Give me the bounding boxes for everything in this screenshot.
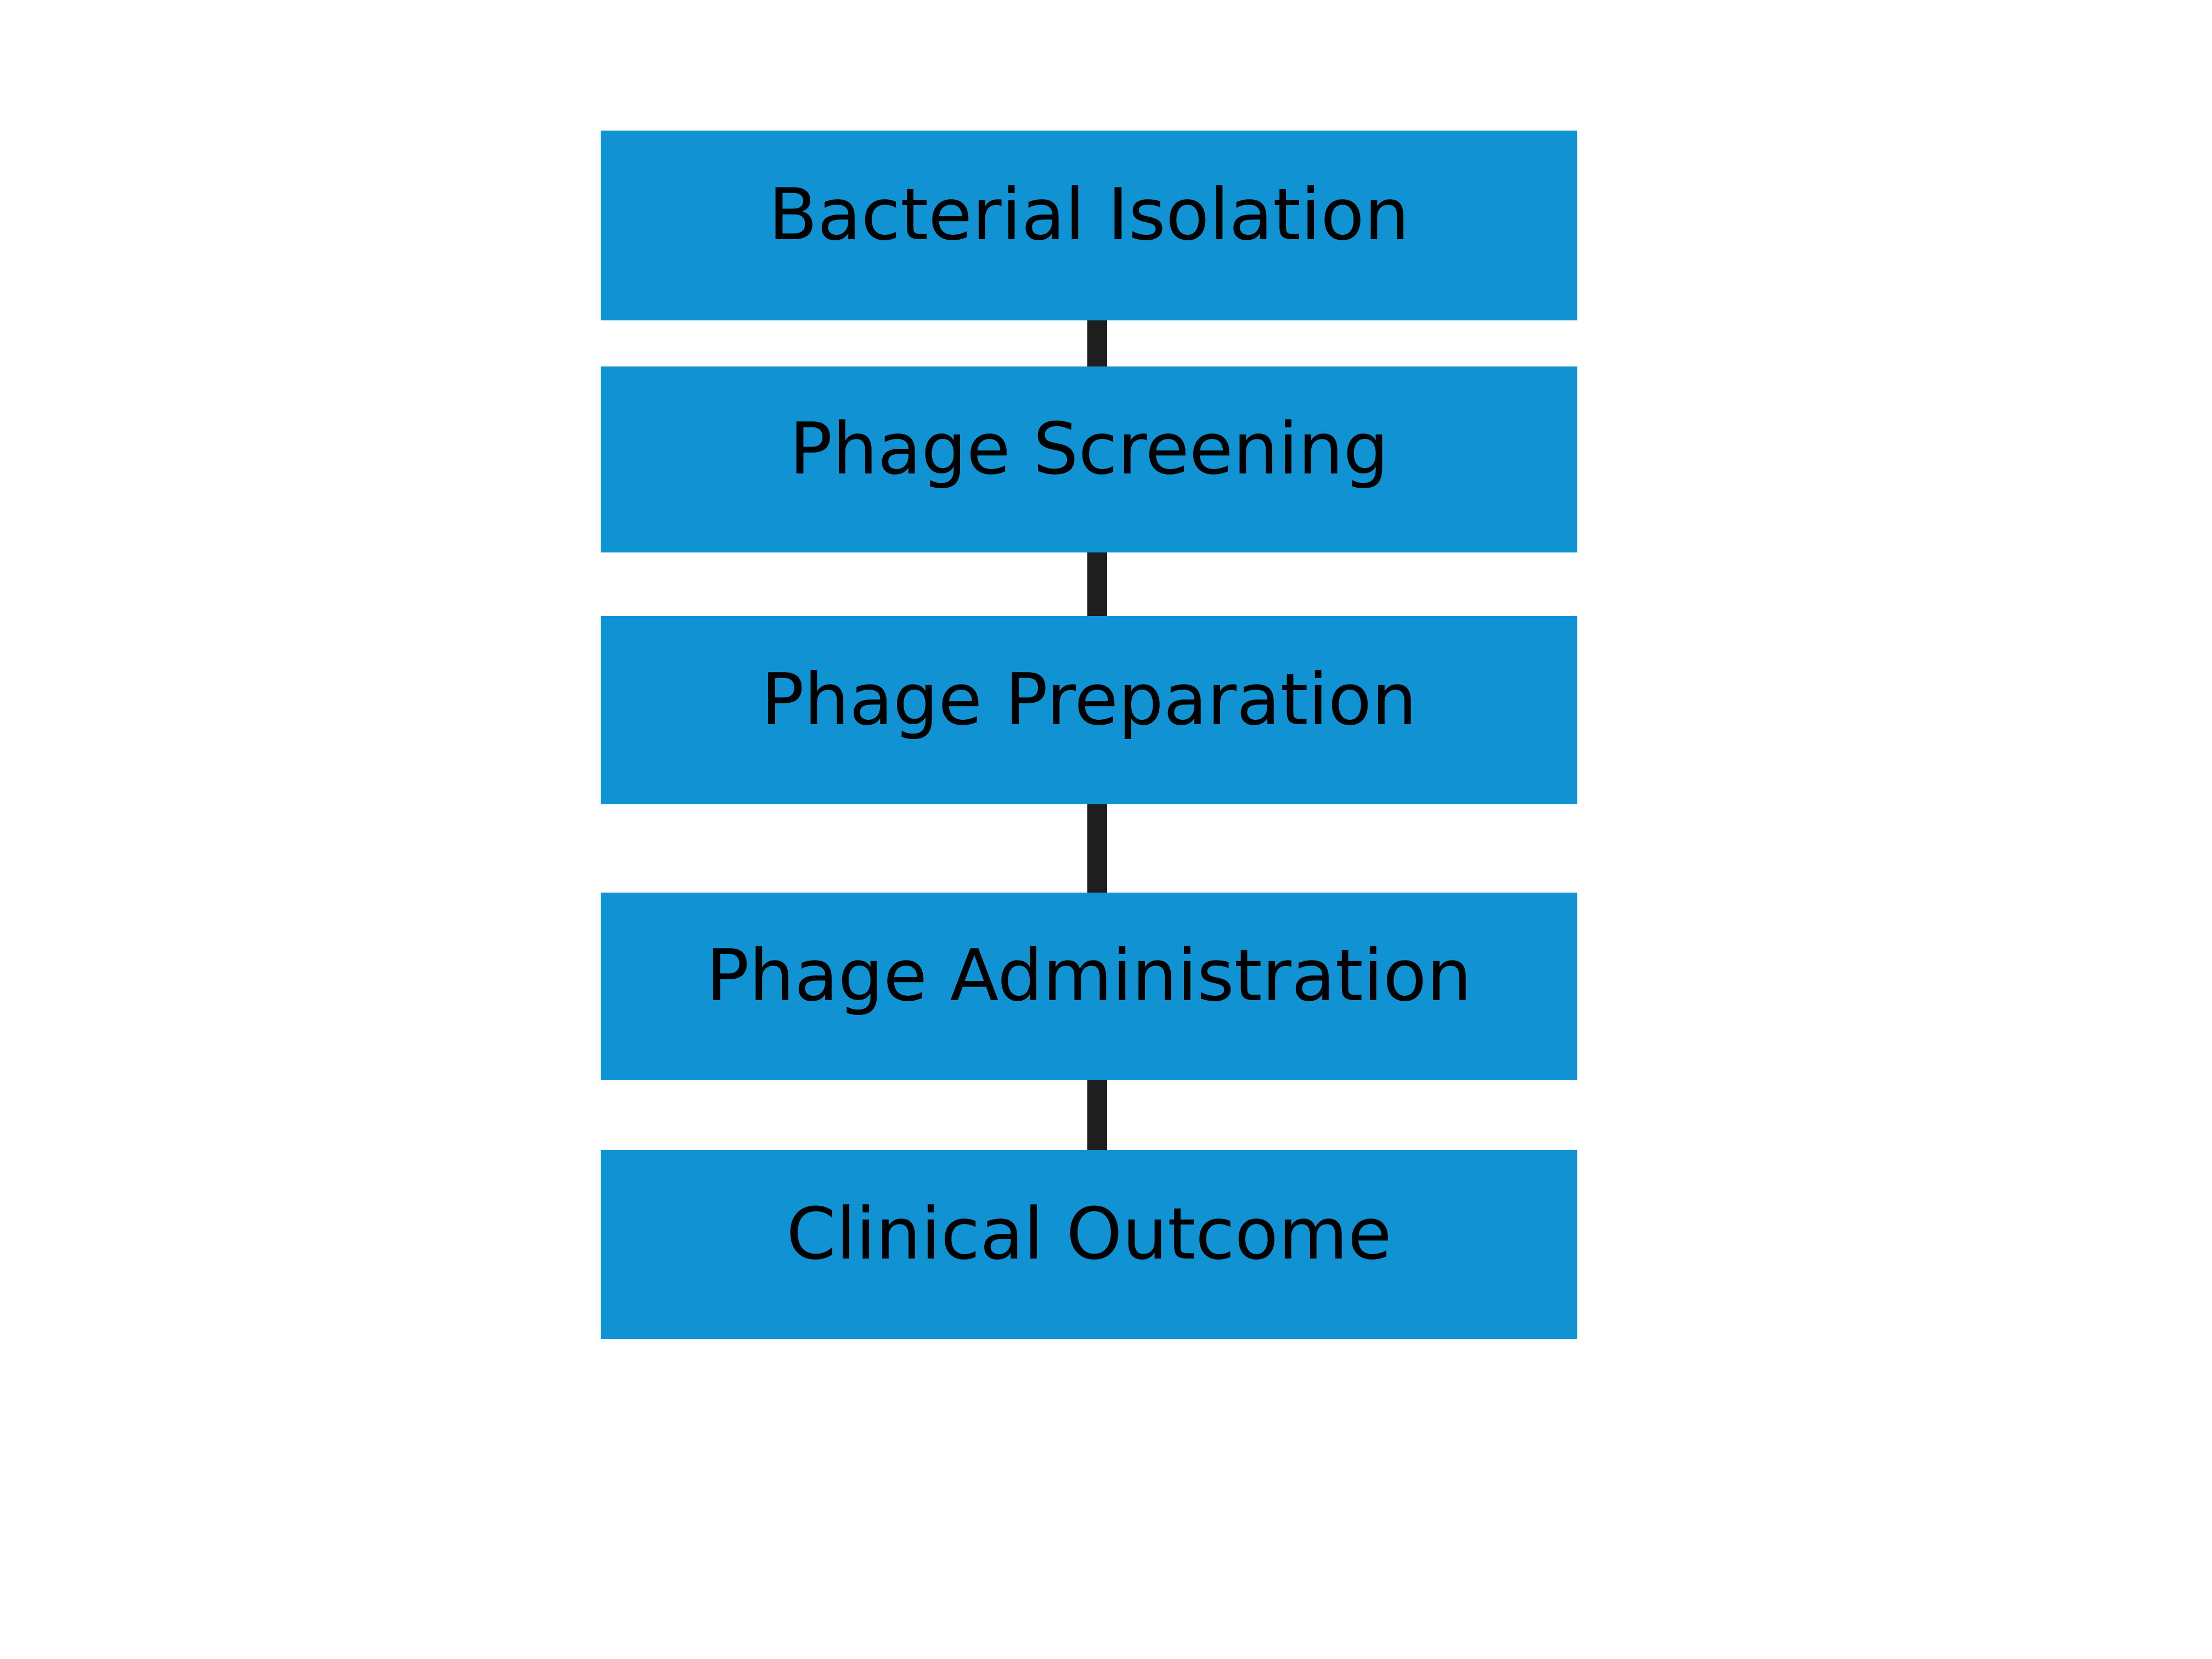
- connector-line-3: [1087, 804, 1107, 893]
- flow-step-label: Phage Preparation: [761, 657, 1417, 741]
- flow-step-clinical-outcome: Clinical Outcome: [601, 1150, 1577, 1339]
- flow-step-bacterial-isolation: Bacterial Isolation: [601, 131, 1577, 320]
- flow-step-label: Clinical Outcome: [786, 1192, 1392, 1276]
- connector-line-2: [1087, 552, 1107, 616]
- flow-step-label: Bacterial Isolation: [768, 173, 1410, 256]
- flow-step-label: Phage Administration: [706, 934, 1472, 1017]
- connector-line-1: [1087, 320, 1107, 366]
- flow-step-phage-screening: Phage Screening: [601, 366, 1577, 552]
- connector-line-4: [1087, 1080, 1107, 1150]
- flow-step-phage-preparation: Phage Preparation: [601, 616, 1577, 804]
- flow-step-phage-administration: Phage Administration: [601, 893, 1577, 1080]
- flow-step-label: Phage Screening: [789, 407, 1389, 490]
